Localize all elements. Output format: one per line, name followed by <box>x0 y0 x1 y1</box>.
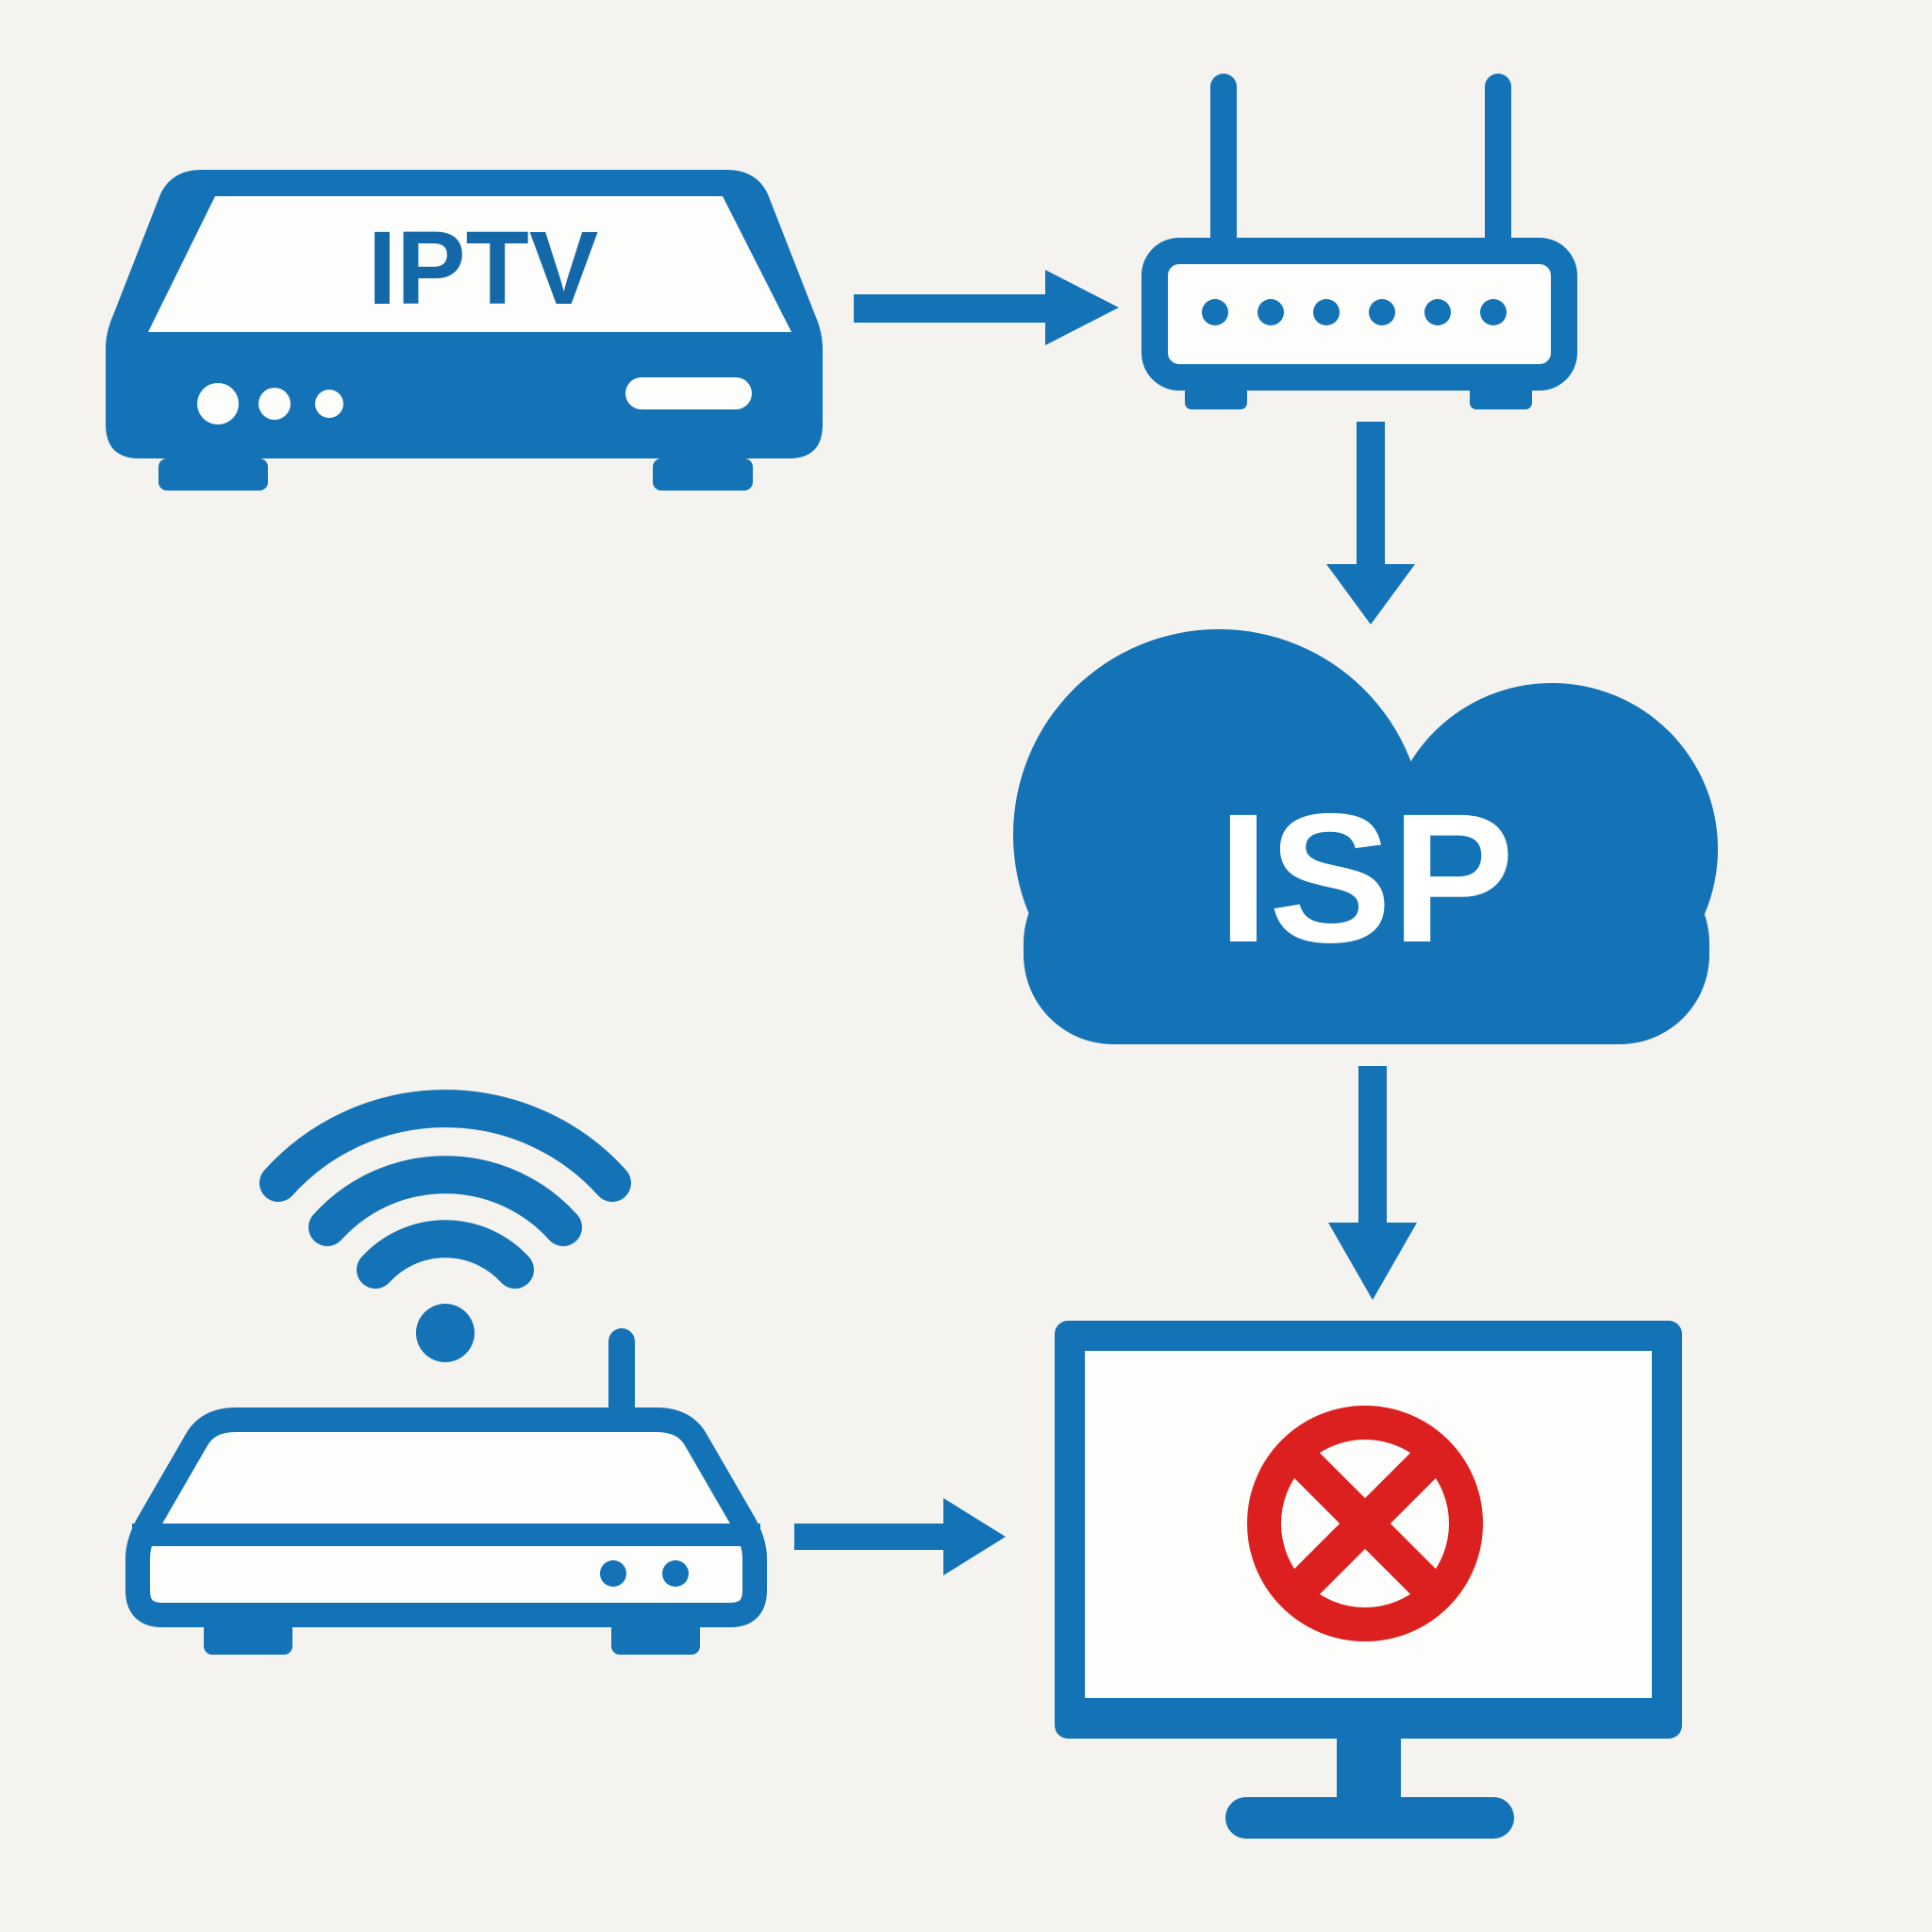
iptv-label: IPTV <box>368 210 599 326</box>
monitor-icon <box>1055 1321 1682 1839</box>
set-top-box-icon: IPTV <box>106 170 823 491</box>
blocked-circle <box>1247 1406 1483 1641</box>
isp-label: ISP <box>1218 775 1514 981</box>
router-led-4 <box>1369 299 1395 325</box>
set-top-box-slot <box>625 377 752 409</box>
arrow-down-icon <box>1328 1066 1417 1300</box>
router-led-5 <box>1424 299 1451 325</box>
modem-icon <box>125 1328 767 1655</box>
blocked-cross-icon <box>1247 1406 1483 1641</box>
wifi-router-icon <box>1141 74 1577 409</box>
router-led-2 <box>1257 299 1284 325</box>
monitor-stand-base <box>1225 1797 1514 1839</box>
modem-led-1 <box>600 1560 626 1587</box>
blocked-cross-line-2 <box>1283 1441 1447 1606</box>
set-top-box-led-3 <box>315 390 343 418</box>
wifi-arc-inner <box>357 1220 534 1289</box>
router-antenna-right <box>1485 74 1511 251</box>
router-led-6 <box>1480 299 1507 325</box>
wifi-arc-middle <box>308 1156 582 1246</box>
set-top-box-foot-right <box>653 458 753 491</box>
set-top-box-led-1 <box>197 383 239 425</box>
set-top-box-front-panel <box>148 196 791 332</box>
router-led-1 <box>1202 299 1228 325</box>
set-top-box-led-2 <box>258 388 291 420</box>
arrow-right-icon <box>854 270 1119 345</box>
monitor-stand-stem <box>1337 1739 1401 1801</box>
wifi-signal-icon <box>259 1090 631 1362</box>
cloud-icon: ISP <box>1013 629 1718 1044</box>
modem-body <box>125 1407 767 1627</box>
modem-antenna <box>608 1328 635 1426</box>
wifi-arc-outer <box>259 1090 631 1202</box>
modem-foot-left <box>204 1621 292 1655</box>
arrow-down-icon <box>1326 422 1415 625</box>
wifi-dot <box>416 1304 475 1362</box>
router-body <box>1141 238 1577 391</box>
modem-foot-right <box>611 1621 700 1655</box>
cloud-base <box>1024 854 1709 1044</box>
arrow-right-icon <box>794 1498 1006 1575</box>
router-antenna-left <box>1210 74 1237 251</box>
router-led-3 <box>1313 299 1340 325</box>
modem-led-2 <box>662 1560 689 1587</box>
set-top-box-foot-left <box>158 458 268 491</box>
